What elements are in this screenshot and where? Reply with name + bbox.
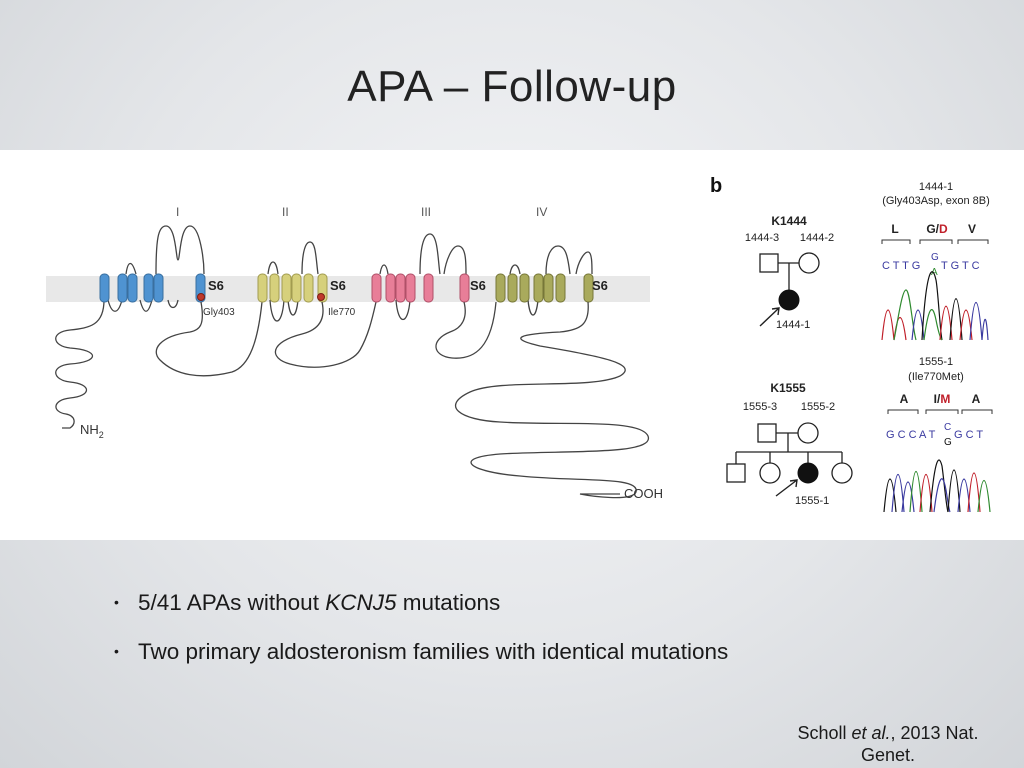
family-2-proband-symbol bbox=[797, 462, 819, 484]
domain-I-loops bbox=[107, 225, 205, 312]
panel-b-label: b bbox=[710, 175, 722, 197]
family-2-mother-symbol bbox=[797, 422, 819, 444]
bullet-1-italic: KCNJ5 bbox=[325, 590, 397, 615]
chrom-2-aa-2: I/M bbox=[934, 392, 951, 406]
chrom-2-title-1: 1555-1 bbox=[919, 356, 953, 368]
figure-svg: I II III IV NH2 S6 Gly403 bbox=[46, 175, 993, 513]
citation-etal: et al. bbox=[851, 723, 891, 743]
chrom-1-seq-top: G bbox=[931, 252, 939, 263]
bullet-1-prefix: 5/41 APAs without bbox=[138, 590, 326, 615]
family-1-proband-arrow bbox=[759, 307, 780, 327]
bullet-1-suffix: mutations bbox=[396, 590, 501, 615]
mutation-dot-gly403 bbox=[197, 293, 205, 301]
mutation-dot-ile770 bbox=[317, 293, 325, 301]
domain-label-IV: IV bbox=[536, 205, 547, 219]
cooh-label: COOH bbox=[624, 486, 663, 501]
chrom-2-title-2: (Ile770Met) bbox=[908, 371, 964, 383]
family-1-name: K1444 bbox=[771, 214, 807, 228]
bullet-2-text: Two primary aldosteronism families with … bbox=[138, 639, 729, 664]
bullet-item-2: • Two primary aldosteronism families wit… bbox=[110, 639, 728, 664]
domain-II-loops bbox=[267, 241, 319, 322]
family-1-proband-id: 1444-1 bbox=[776, 319, 810, 331]
family-2-mother-id: 1555-2 bbox=[801, 401, 835, 413]
bullet-dot: • bbox=[114, 594, 119, 610]
domain-I-helices bbox=[99, 273, 206, 303]
chrom-2-seq-mut: G bbox=[944, 437, 952, 448]
family-2-daughter-2-symbol bbox=[831, 462, 853, 484]
bullet-dot: • bbox=[114, 643, 119, 659]
domain-label-II: II bbox=[282, 205, 289, 219]
domain-III-loops bbox=[379, 233, 467, 321]
linker-III-IV bbox=[435, 301, 497, 359]
chrom-1-aa-3: V bbox=[968, 222, 976, 236]
family-1-proband-symbol bbox=[778, 289, 800, 311]
topology-diagram: I II III IV NH2 S6 Gly403 bbox=[46, 205, 663, 501]
family-1-lines bbox=[778, 262, 799, 290]
figure-panel: I II III IV NH2 S6 Gly403 bbox=[0, 150, 1024, 540]
family-1-mother-id: 1444-2 bbox=[800, 232, 834, 244]
s6-label-II: S6 bbox=[330, 278, 346, 293]
family-1-father-symbol bbox=[759, 253, 779, 273]
chrom-2-seq-right: G C T bbox=[954, 429, 983, 441]
nh2-label: NH2 bbox=[80, 422, 104, 440]
chrom-1-title-1: 1444-1 bbox=[919, 181, 953, 193]
family-2-daughter-1-symbol bbox=[759, 462, 781, 484]
bullet-item-1: • 5/41 APAs without KCNJ5 mutations bbox=[110, 590, 728, 615]
chrom-1-seq-mut: A bbox=[931, 267, 938, 278]
chrom-1-brackets bbox=[881, 239, 989, 244]
chrom-2-brackets bbox=[887, 409, 993, 414]
linker-II-III bbox=[274, 301, 377, 368]
family-2-proband-id: 1555-1 bbox=[795, 495, 829, 507]
gly403-label: Gly403 bbox=[203, 307, 235, 318]
family-2-proband-arrow bbox=[775, 479, 798, 497]
n-terminal-tail bbox=[55, 299, 105, 429]
s6-label-I: S6 bbox=[208, 278, 224, 293]
chrom-1-seq-left: C T T G bbox=[882, 260, 920, 272]
ile770-label: Ile770 bbox=[328, 307, 356, 318]
citation-rest: , 2013 Nat. Genet. bbox=[860, 723, 979, 765]
chromatogram-1: 1444-1 (Gly403Asp, exon 8B) L G/D V C T … bbox=[881, 181, 990, 341]
pedigree-panel: b K1444 1444-3 1444-2 1444-1 K1555 1555-… bbox=[710, 175, 853, 507]
chrom-1-aa-2: G/D bbox=[926, 222, 948, 236]
chrom-1-title-2: (Gly403Asp, exon 8B) bbox=[882, 195, 990, 207]
family-2-father-id: 1555-3 bbox=[743, 401, 777, 413]
slide-title: APA – Follow-up bbox=[347, 62, 677, 111]
family-2-lines bbox=[735, 432, 843, 464]
domain-label-I: I bbox=[176, 205, 179, 219]
family-2-son-symbol bbox=[726, 463, 746, 483]
chrom-2-aa-1: A bbox=[900, 392, 909, 406]
chrom-2-seq-left: G C C A T bbox=[886, 429, 936, 441]
domain-label-III: III bbox=[421, 205, 431, 219]
chrom-2-trace bbox=[883, 459, 991, 513]
chromatogram-2: 1555-1 (Ile770Met) A I/M A G C C A T C G… bbox=[883, 356, 993, 513]
family-2-name: K1555 bbox=[770, 381, 806, 395]
family-2-father-symbol bbox=[757, 423, 777, 443]
chrom-2-seq-top: C bbox=[944, 422, 951, 433]
family-1-mother-symbol bbox=[798, 252, 820, 274]
citation-author: Scholl bbox=[797, 723, 852, 743]
chrom-1-seq-right: T G T C bbox=[941, 260, 980, 272]
family-1-father-id: 1444-3 bbox=[745, 232, 779, 244]
domain-III-helices bbox=[371, 273, 470, 303]
s6-label-III: S6 bbox=[470, 278, 486, 293]
domain-IV-helices bbox=[495, 273, 594, 303]
chrom-1-aa-1: L bbox=[891, 222, 898, 236]
bullet-list: • 5/41 APAs without KCNJ5 mutations • Tw… bbox=[110, 590, 728, 688]
s6-label-IV: S6 bbox=[592, 278, 608, 293]
chrom-1-trace bbox=[881, 271, 989, 341]
citation: Scholl et al., 2013 Nat. Genet. bbox=[778, 722, 998, 766]
c-terminal-tail bbox=[455, 301, 649, 499]
linker-I-II bbox=[155, 301, 263, 377]
domain-IV-loops bbox=[509, 245, 593, 316]
chrom-2-aa-3: A bbox=[972, 392, 981, 406]
